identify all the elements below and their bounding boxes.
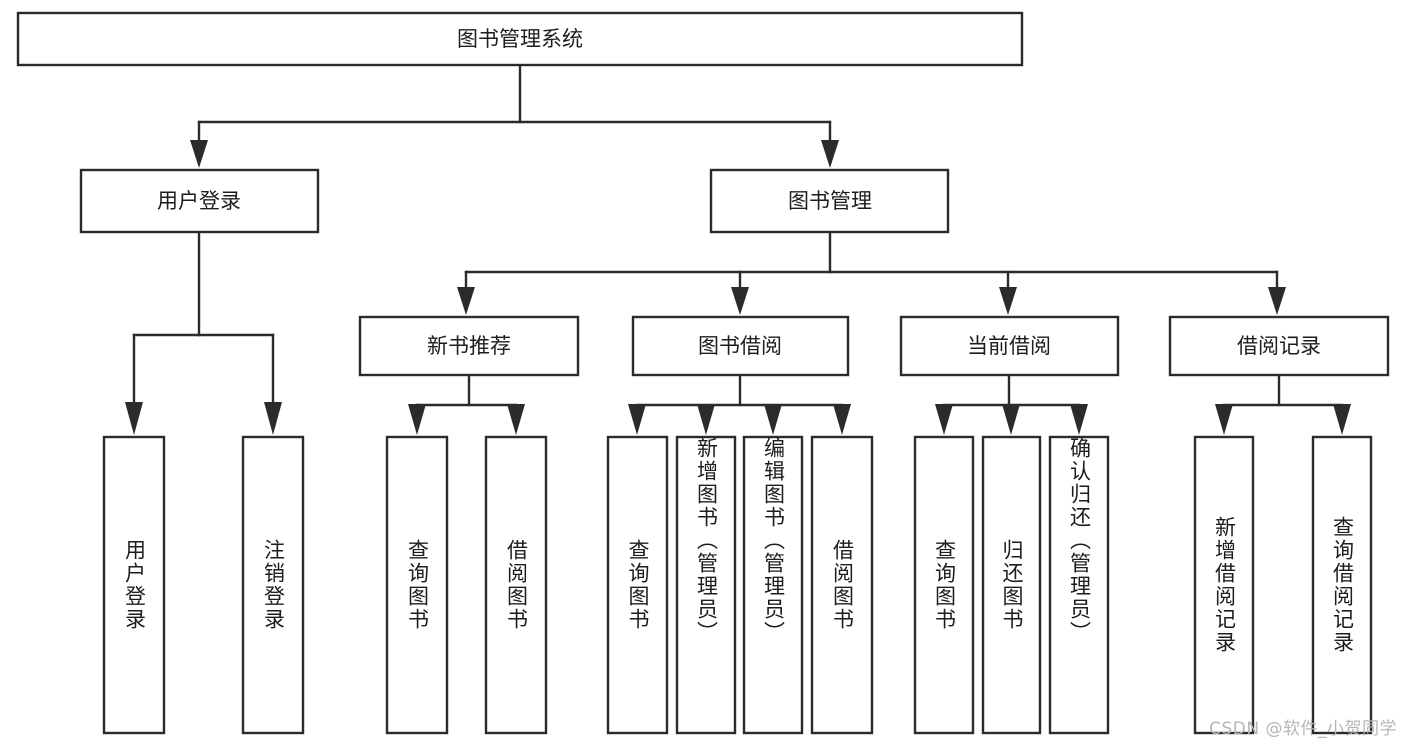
node-book-manage-label: 图书管理: [788, 189, 872, 213]
leaf-box-confirm-return[interactable]: [1048, 435, 1110, 735]
node-user-login-box[interactable]: [79, 168, 320, 234]
arrowhead-leaf-user-login: [125, 402, 143, 435]
arrowhead-leaf-confirm-return: [1070, 404, 1088, 435]
arrowhead-leaf-query-record: [1333, 404, 1351, 435]
node-new-book-rec[interactable]: 新书推荐: [358, 315, 580, 377]
arrowhead-user-login: [190, 140, 208, 168]
node-book-manage[interactable]: 图书管理: [709, 168, 950, 234]
connector-group-borrow-record: [1215, 373, 1351, 435]
leaf-box-user-logout[interactable]: [241, 435, 305, 735]
leaf-box-borrow-book-2[interactable]: [810, 435, 874, 735]
node-new-book-rec-box[interactable]: [358, 315, 580, 377]
arrowhead-leaf-user-logout: [264, 402, 282, 435]
arrowhead-book-borrow: [731, 287, 749, 315]
connector-group-current-borrow: [935, 373, 1088, 435]
node-current-borrow-box[interactable]: [899, 315, 1120, 377]
node-book-borrow[interactable]: 图书借阅: [631, 315, 850, 377]
leaf-box-borrow-book-1[interactable]: [484, 435, 548, 735]
arrowhead-leaf-borrow-book-1: [507, 404, 525, 435]
leaf-node-boxes[interactable]: [102, 435, 1373, 735]
connector-group-user-login: [125, 230, 282, 435]
arrowhead-leaf-edit-book: [764, 404, 782, 435]
arrowhead-borrow-record: [1268, 287, 1286, 315]
connector-group-root: [190, 63, 839, 168]
leaf-box-query-record[interactable]: [1311, 435, 1373, 735]
leaf-box-edit-book[interactable]: [742, 435, 804, 735]
node-new-book-rec-label: 新书推荐: [427, 334, 511, 358]
arrowhead-leaf-query-book-3: [935, 404, 953, 435]
node-borrow-record-box[interactable]: [1168, 315, 1390, 377]
arrowhead-new-book-rec: [457, 287, 475, 315]
arrowhead-leaf-add-book: [697, 404, 715, 435]
node-book-borrow-box[interactable]: [631, 315, 850, 377]
node-user-login[interactable]: 用户登录: [79, 168, 320, 234]
node-book-manage-box[interactable]: [709, 168, 950, 234]
leaf-box-add-book[interactable]: [675, 435, 737, 735]
arrowhead-current-borrow: [999, 287, 1017, 315]
arrowhead-leaf-return-book: [1002, 404, 1020, 435]
leaf-box-return-book[interactable]: [981, 435, 1042, 735]
leaf-box-query-book-2[interactable]: [606, 435, 669, 735]
node-root-label: 图书管理系统: [457, 27, 583, 51]
arrowhead-leaf-query-book-2: [628, 404, 646, 435]
arrowhead-leaf-add-record: [1215, 404, 1233, 435]
node-root-box[interactable]: [16, 11, 1024, 67]
node-borrow-record[interactable]: 借阅记录: [1168, 315, 1390, 377]
node-user-login-label: 用户登录: [157, 189, 241, 213]
leaf-box-query-book-1[interactable]: [385, 435, 449, 735]
leaf-box-query-book-3[interactable]: [913, 435, 975, 735]
connector-group-book-manage: [457, 230, 1286, 315]
csdn-watermark: CSDN @软件_小贺同学: [1209, 719, 1397, 739]
node-borrow-record-label: 借阅记录: [1237, 334, 1321, 358]
arrowhead-book-manage: [821, 140, 839, 168]
node-book-borrow-label: 图书借阅: [698, 334, 782, 358]
arrowhead-leaf-borrow-book-2: [833, 404, 851, 435]
connector-group-new-book-rec: [408, 373, 525, 435]
leaf-box-user-login[interactable]: [102, 435, 166, 735]
node-current-borrow-label: 当前借阅: [967, 334, 1051, 358]
leaf-box-add-record[interactable]: [1193, 435, 1255, 735]
arrowhead-leaf-query-book-1: [408, 404, 426, 435]
node-current-borrow[interactable]: 当前借阅: [899, 315, 1120, 377]
connector-group-book-borrow: [628, 373, 851, 435]
node-root[interactable]: 图书管理系统: [16, 11, 1024, 67]
